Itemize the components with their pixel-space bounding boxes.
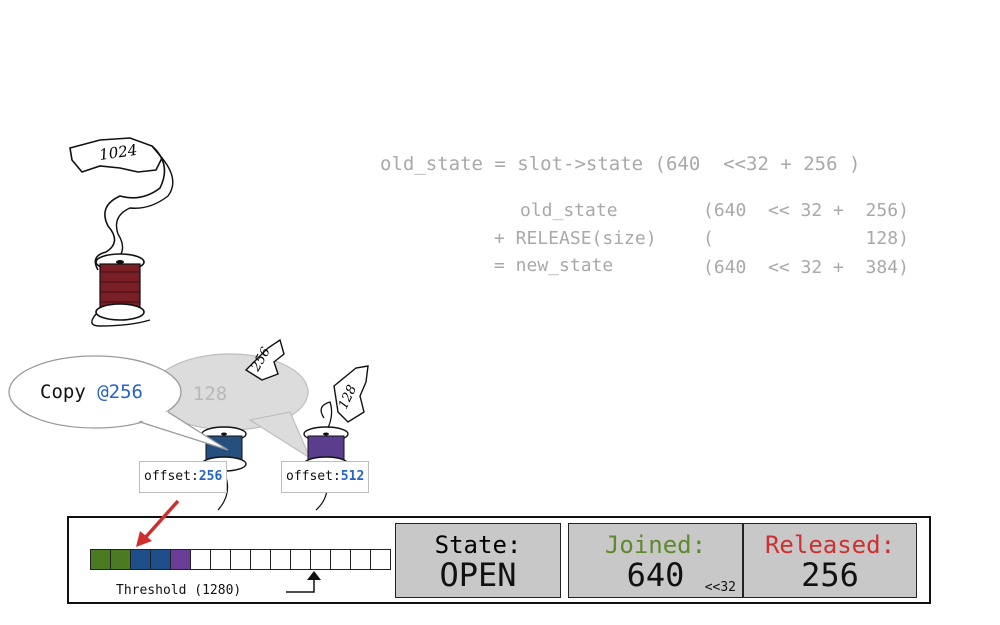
threshold-marker-icon — [286, 571, 321, 593]
released-value: 256 — [801, 556, 859, 594]
ribbon-256-illustration: 256 — [244, 338, 285, 381]
state-label: State: — [434, 531, 522, 559]
code-line-release-value: ( 128) — [703, 228, 909, 249]
code-line-new-state-value: (640 << 32 + 384) — [703, 257, 909, 278]
code-line-old-state-label: old_state — [520, 200, 618, 221]
buffer-cell — [90, 549, 111, 570]
buffer-cell — [110, 549, 131, 570]
speech-bubble-front — [8, 355, 229, 451]
joined-value: 640 — [626, 556, 685, 594]
write-position-arrow — [136, 499, 180, 547]
code-line-new-state-label: = new_state — [494, 255, 614, 276]
code-line-old-state: old_state = slot->state (640 <<32 + 256 … — [380, 153, 861, 175]
buffer-cell — [270, 549, 291, 570]
bubble-front-text: Copy @256 — [40, 381, 143, 403]
buffer-cells — [90, 549, 391, 570]
buffer-cell — [370, 549, 391, 570]
offset-value: 512 — [340, 469, 365, 484]
released-label: Released: — [764, 531, 896, 559]
threshold-label: Threshold (1280) — [116, 583, 242, 598]
code-line-release-label: + RELEASE(size) — [494, 228, 657, 249]
joined-shift-suffix: <<32 — [704, 580, 736, 595]
offset-label-512: offset:512 — [281, 461, 370, 493]
joined-label: Joined: — [604, 531, 707, 559]
buffer-cell — [290, 549, 311, 570]
offset-key: offset: — [144, 469, 199, 484]
buffer-cell — [350, 549, 371, 570]
buffer-cell — [210, 549, 231, 570]
ribbon-1024-text: 1024 — [98, 141, 138, 164]
bubble-copy-word: Copy — [40, 381, 86, 403]
offset-key: offset: — [286, 469, 341, 484]
state-box: State: OPEN — [395, 523, 561, 598]
spool-1024-illustration: 1024 — [69, 137, 174, 327]
buffer-cell — [230, 549, 251, 570]
released-box: Released: 256 — [743, 523, 917, 598]
buffer-cell — [250, 549, 271, 570]
offset-value: 256 — [198, 469, 223, 484]
joined-box: Joined: 640 <<32 — [568, 523, 743, 598]
buffer-cell — [190, 549, 211, 570]
bubble-copy-value: @256 — [97, 381, 143, 403]
buffer-cell — [330, 549, 351, 570]
buffer-cell — [310, 549, 331, 570]
code-line-old-state-value: (640 << 32 + 256) — [703, 200, 909, 221]
state-value: OPEN — [439, 556, 517, 594]
offset-label-256: offset:256 — [139, 461, 228, 493]
